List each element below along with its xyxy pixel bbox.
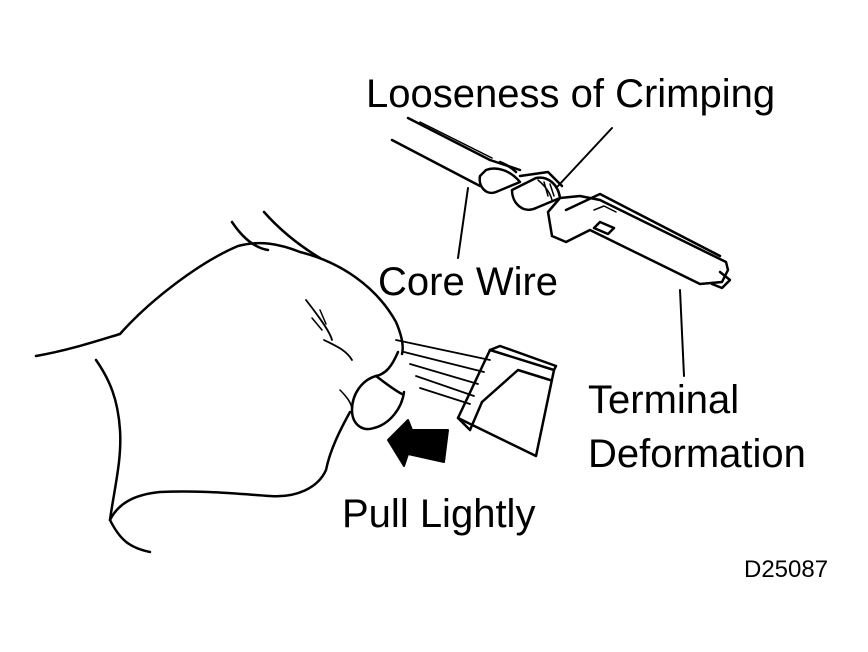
pull-arrow-icon <box>387 419 449 467</box>
terminal <box>478 158 732 290</box>
label-terminal: Terminal <box>588 378 740 422</box>
leader-core-wire <box>457 187 469 259</box>
connector-housing <box>395 339 558 458</box>
leader-lines <box>457 127 685 377</box>
wire <box>390 116 493 188</box>
label-core-wire: Core Wire <box>378 260 559 304</box>
figure-code: D25087 <box>744 556 829 583</box>
hand <box>34 210 406 554</box>
label-looseness-of-crimping: Looseness of Crimping <box>366 72 776 116</box>
label-pull-lightly: Pull Lightly <box>342 492 536 536</box>
leader-terminal <box>679 289 685 377</box>
label-deformation: Deformation <box>588 432 806 476</box>
leader-looseness <box>557 127 613 187</box>
